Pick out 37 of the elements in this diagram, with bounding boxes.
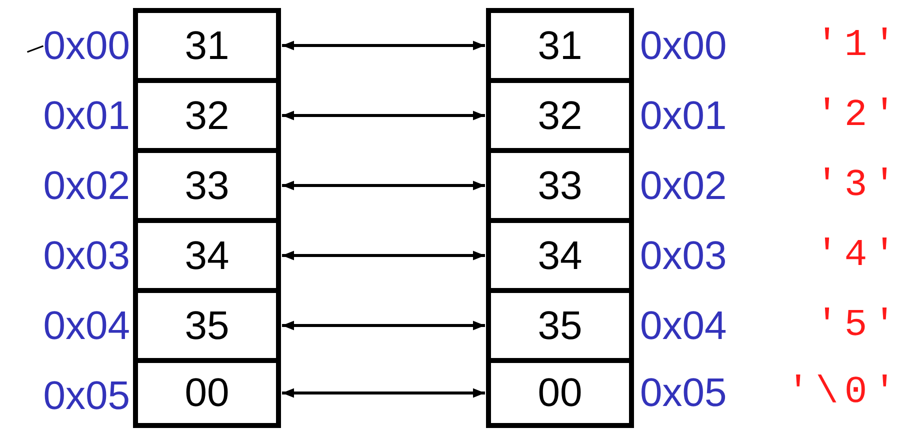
address-label: 0x03 bbox=[640, 236, 727, 276]
leader-line bbox=[26, 45, 44, 53]
double-arrow bbox=[282, 250, 485, 260]
address-label: 0x04 bbox=[43, 305, 130, 347]
byte-value: 32 bbox=[538, 96, 582, 136]
character-literal: '3' bbox=[816, 166, 902, 204]
character-literal: '5' bbox=[816, 306, 902, 344]
address-label: 0x01 bbox=[43, 95, 130, 137]
address-label: 0x05 bbox=[640, 373, 727, 413]
byte-value: 32 bbox=[184, 96, 230, 136]
address-label: 0x01 bbox=[640, 96, 727, 136]
double-arrow bbox=[282, 320, 485, 330]
byte-value: 33 bbox=[184, 166, 230, 206]
character-literal: '2' bbox=[816, 96, 902, 134]
character-literal: '4' bbox=[816, 236, 902, 274]
double-arrow bbox=[282, 110, 485, 120]
character-literal: '\0' bbox=[786, 374, 902, 412]
byte-value: 35 bbox=[184, 306, 230, 346]
address-label: 0x00 bbox=[43, 25, 130, 67]
double-arrow bbox=[282, 388, 485, 398]
byte-value: 31 bbox=[538, 26, 582, 66]
address-label: 0x03 bbox=[43, 235, 130, 277]
address-label: 0x04 bbox=[640, 306, 727, 346]
byte-value: 34 bbox=[184, 236, 230, 276]
double-arrow bbox=[282, 40, 485, 50]
address-label: 0x00 bbox=[640, 26, 727, 66]
address-label: 0x02 bbox=[43, 165, 130, 207]
double-arrow bbox=[282, 180, 485, 190]
byte-value: 33 bbox=[538, 166, 582, 206]
byte-value: 34 bbox=[538, 236, 582, 276]
byte-value: 00 bbox=[538, 373, 582, 413]
address-label: 0x02 bbox=[640, 166, 727, 206]
byte-value: 00 bbox=[184, 373, 230, 413]
address-label: 0x05 bbox=[43, 375, 130, 417]
byte-value: 35 bbox=[538, 306, 582, 346]
byte-value: 31 bbox=[184, 26, 230, 66]
character-literal: '1' bbox=[816, 26, 902, 64]
